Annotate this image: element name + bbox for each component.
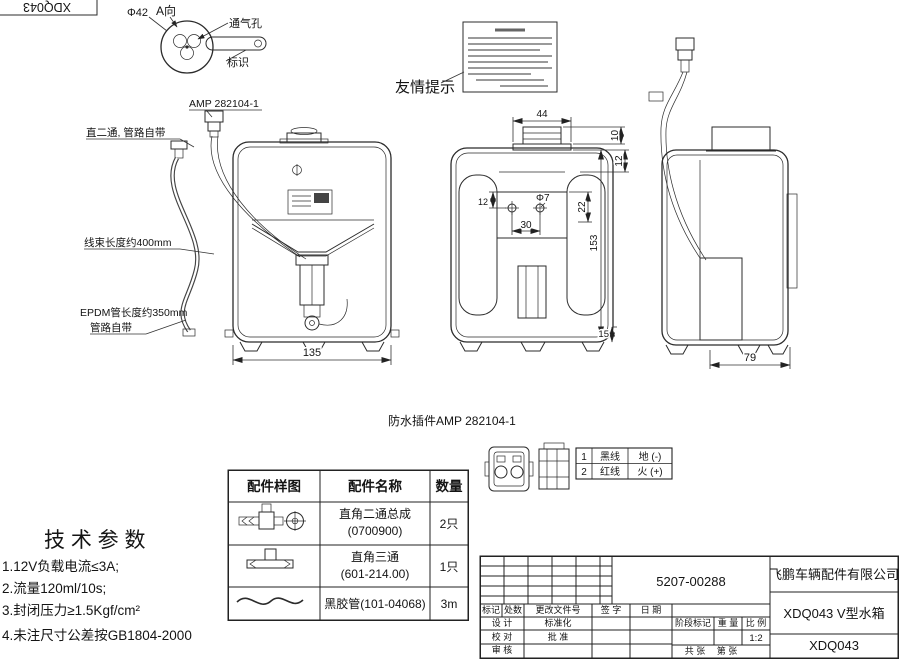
part2-name: 直角三通 <box>351 550 399 564</box>
part1-qty: 2只 <box>440 517 459 531</box>
tb-label-sheet-no: 第 张 <box>717 645 738 656</box>
dim-cap-width: 44 <box>536 109 548 120</box>
wire-row1-polarity: 地 (-) <box>639 450 662 463</box>
dim-bracket-height: 22 <box>577 201 588 213</box>
dim-neck-height: 12 <box>614 155 625 167</box>
tb-scale-value: 1:2 <box>749 633 762 644</box>
title-block: 5207-00288 飞鹏车辆配件有限公司 XDQ043 V型水箱 XDQ043… <box>479 555 899 659</box>
tb-label-standardize: 标准化 <box>544 617 571 628</box>
tb-label-proof: 校 对 <box>492 631 513 642</box>
tech-param-2: 2.流量120ml/10s; <box>2 581 106 596</box>
part1-code: (0700900) <box>348 524 403 538</box>
tb-label-audit: 审 核 <box>492 644 513 655</box>
wire-row2-polarity: 火 (+) <box>637 466 662 478</box>
part2-sample-drawing <box>246 548 294 569</box>
part1-sample-drawing <box>238 503 306 531</box>
dim-foot-height: 15 <box>598 329 609 340</box>
tb-label-sign: 签 字 <box>601 604 622 615</box>
corner-stamp: XDQ043 <box>0 0 98 16</box>
view-a-label: A向 <box>156 3 176 18</box>
part3-name: 黑胶管(101-04068) <box>324 596 425 611</box>
dim-phi42: Φ42 <box>127 7 148 19</box>
dim-cap-height: 10 <box>610 130 621 142</box>
tb-label-weight: 重 量 <box>718 617 739 628</box>
wire-row2-no: 2 <box>581 467 587 478</box>
dim-hole-dia: Φ7 <box>536 193 550 204</box>
stamp-code: XDQ043 <box>23 0 71 14</box>
label-epdm-length: EPDM管长度约350mm <box>80 306 188 319</box>
tb-label-change-doc: 更改文件号 <box>535 604 580 615</box>
front-view: 135 AMP 282104-1 直二通, 管路自带 线束长度约400mm EP… <box>80 98 400 365</box>
wire-row1-no: 1 <box>581 452 587 463</box>
part2-qty: 1只 <box>440 560 459 574</box>
wire-row2-color: 红线 <box>600 465 620 478</box>
part1-name: 直角二通总成 <box>339 507 411 521</box>
tb-label-date: 日 期 <box>641 605 662 615</box>
part3-sample-drawing <box>236 597 304 605</box>
dim-body-height: 153 <box>589 234 600 251</box>
tb-label-design: 设 计 <box>492 617 513 628</box>
label-waterproof-connector: 防水插件AMP 282104-1 <box>388 413 516 428</box>
warning-label: 友情提示 <box>395 21 558 96</box>
tech-param-4: 4.未注尺寸公差按GB1804-2000 <box>2 628 192 643</box>
label-epdm-note: 管路自带 <box>90 321 132 334</box>
label-amp-connector: AMP 282104-1 <box>189 98 259 110</box>
dim-side-depth: 79 <box>744 352 756 364</box>
tech-params: 技 术 参 数 1.12V负载电流≤3A; 2.流量120ml/10s; 3.封… <box>2 529 192 643</box>
right-view: 79 <box>648 37 798 369</box>
dim-offset: 12 <box>478 197 488 207</box>
label-vent-hole: 通气孔 <box>229 16 262 30</box>
tb-label-approve: 批 准 <box>548 631 569 642</box>
view-a-detail: A向 Φ42 通气孔 标识 <box>126 3 267 74</box>
product-code: XDQ043 <box>809 638 859 653</box>
tb-label-total-sheets: 共 张 <box>685 646 706 656</box>
connector-detail: 防水插件AMP 282104-1 1 黑线 地 (-) 2 红线 火 (+) <box>388 413 673 492</box>
parts-table: 配件样图 配件名称 数量 直角二通总成 (0700900) 2只 直角三通 (6… <box>227 469 469 621</box>
dim-front-width: 135 <box>303 347 321 359</box>
label-friendly-notice: 友情提示 <box>395 79 455 96</box>
parts-header-name: 配件名称 <box>348 478 402 494</box>
parts-header-qty: 数量 <box>436 478 463 494</box>
label-marking: 标识 <box>227 55 249 69</box>
tb-label-stage-mark: 阶段标记 <box>675 617 711 628</box>
tech-param-1: 1.12V负载电流≤3A; <box>2 559 119 574</box>
part2-code: (601-214.00) <box>341 567 410 581</box>
tech-param-3: 3.封闭压力≥1.5Kgf/cm² <box>2 603 140 618</box>
company-name: 飞鹏车辆配件有限公司 <box>769 567 899 582</box>
center-view: 44 10 12 Φ7 22 30 12 153 15 <box>450 108 629 352</box>
part3-qty: 3m <box>441 597 458 611</box>
label-harness-length: 线束长度约400mm <box>84 236 172 249</box>
product-name: XDQ043 V型水箱 <box>783 606 884 621</box>
tb-label-qty: 处数 <box>504 604 522 615</box>
parts-header-sample: 配件样图 <box>247 478 301 494</box>
tech-params-title: 技 术 参 数 <box>44 529 146 552</box>
label-two-way: 直二通, 管路自带 <box>86 126 165 139</box>
wire-row1-color: 黑线 <box>600 450 620 463</box>
drawing-number: 5207-00288 <box>656 574 725 589</box>
tb-label-scale: 比 例 <box>746 617 767 628</box>
dim-hole-pitch: 30 <box>520 220 532 231</box>
tb-label-mark: 标记 <box>482 604 500 615</box>
